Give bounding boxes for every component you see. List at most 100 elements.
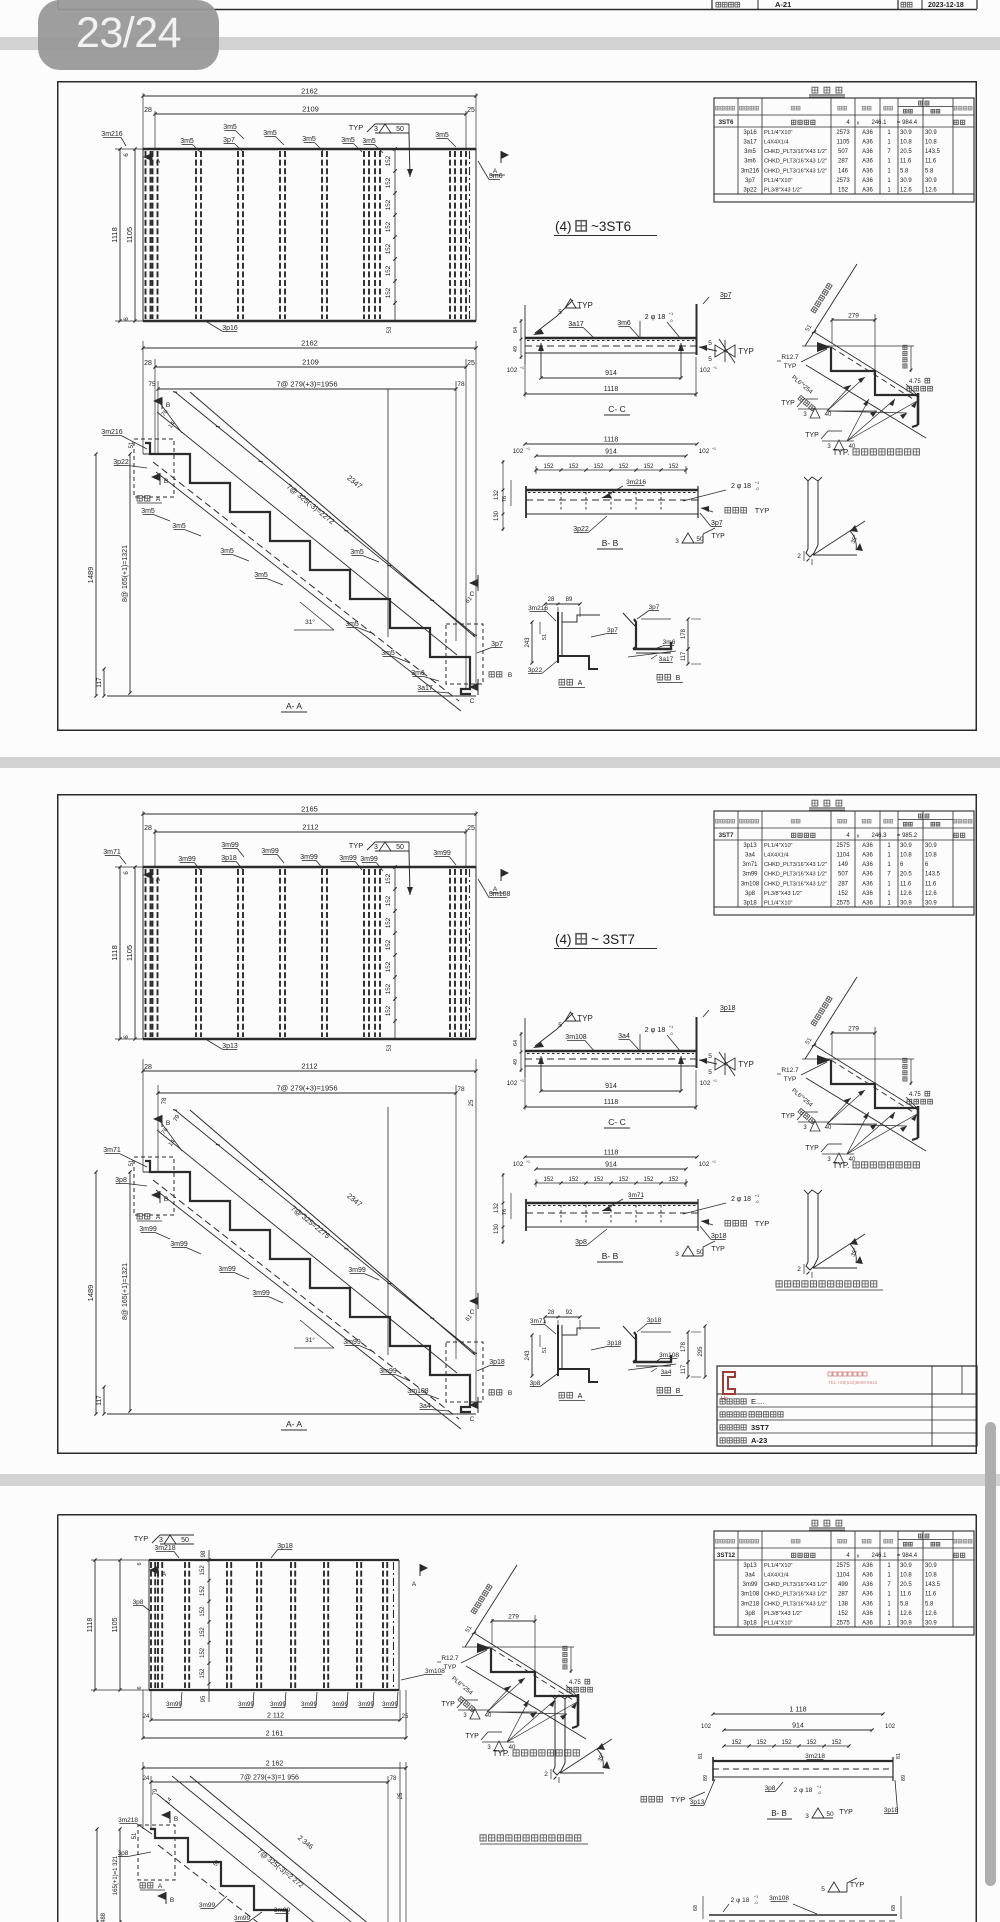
svg-text:3p7: 3p7 (711, 520, 723, 527)
svg-text:14: 14 (168, 1138, 177, 1147)
svg-text:1489: 1489 (86, 1285, 95, 1302)
svg-text:30.9: 30.9 (925, 1620, 937, 1626)
svg-text:3m5: 3m5 (381, 650, 395, 657)
svg-text:4: 4 (846, 120, 850, 126)
svg-text:A36: A36 (862, 159, 873, 165)
svg-text:3p7: 3p7 (745, 178, 756, 184)
svg-text:+1: +1 (520, 1079, 524, 1083)
svg-text:= 984.4: = 984.4 (897, 1553, 918, 1559)
svg-text:11.6: 11.6 (900, 881, 912, 887)
svg-text:76: 76 (502, 496, 508, 502)
svg-text:3m6: 3m6 (744, 159, 756, 165)
svg-text:1: 1 (887, 168, 891, 174)
svg-text:3m99: 3m99 (358, 1701, 375, 1708)
svg-text:3a4: 3a4 (661, 1369, 672, 1376)
svg-text:2165: 2165 (301, 805, 318, 814)
svg-text:152: 152 (385, 155, 392, 166)
svg-text:3m108: 3m108 (659, 1352, 679, 1359)
svg-text:2: 2 (544, 1771, 548, 1778)
svg-text:3m5: 3m5 (744, 149, 756, 155)
svg-text:TYP: TYP (781, 400, 795, 407)
svg-text:102: 102 (507, 1080, 518, 1087)
svg-text:152: 152 (756, 1740, 767, 1746)
svg-text:5: 5 (708, 1069, 712, 1076)
svg-text:A36: A36 (862, 881, 873, 887)
svg-text:35°: 35° (850, 534, 860, 545)
svg-text:3m5: 3m5 (180, 138, 194, 145)
svg-text:2: 2 (797, 553, 801, 560)
svg-text:2 φ 18: 2 φ 18 (645, 1025, 666, 1034)
svg-text:138: 138 (838, 1601, 849, 1607)
svg-text:B- B: B- B (602, 538, 619, 548)
svg-text:3m99: 3m99 (301, 1701, 318, 1708)
svg-text:51: 51 (213, 1858, 222, 1867)
svg-text:3m99: 3m99 (332, 1701, 349, 1708)
svg-text:7@ 279(+3)=1956: 7@ 279(+3)=1956 (277, 380, 338, 389)
svg-text:51: 51 (542, 634, 548, 640)
svg-text:152: 152 (838, 891, 849, 897)
svg-text:B- B: B- B (602, 1251, 619, 1261)
svg-text:3m71: 3m71 (103, 1147, 121, 1154)
svg-text:3m6: 3m6 (663, 639, 676, 646)
svg-text:146: 146 (838, 168, 849, 174)
svg-text:+1: +1 (712, 447, 716, 451)
svg-text:3: 3 (374, 844, 378, 851)
svg-text:3m71: 3m71 (742, 862, 758, 868)
svg-text:3m99: 3m99 (139, 1226, 157, 1233)
svg-text:CHKD_PLT3/16"X43 1/2": CHKD_PLT3/16"X43 1/2" (764, 881, 827, 887)
svg-text:1: 1 (887, 853, 891, 859)
svg-text:3p18: 3p18 (884, 1807, 899, 1814)
svg-text:3m216: 3m216 (741, 168, 760, 174)
svg-text:5.8: 5.8 (925, 168, 934, 174)
svg-text:3m99: 3m99 (379, 1368, 397, 1375)
svg-text:2575: 2575 (836, 1563, 850, 1569)
svg-text:PL6"*254: PL6"*254 (790, 375, 814, 396)
svg-text:102: 102 (700, 367, 711, 374)
svg-text:B: B (166, 1120, 170, 1127)
svg-text:287: 287 (838, 881, 849, 887)
svg-text:+1: +1 (526, 1160, 530, 1164)
svg-text:102: 102 (699, 448, 710, 455)
svg-text:78: 78 (457, 381, 465, 388)
svg-text:CHKD_PLT3/16"X43 1/2": CHKD_PLT3/16"X43 1/2" (764, 872, 827, 878)
svg-text:51: 51 (132, 1832, 138, 1839)
svg-text:49: 49 (513, 1059, 519, 1065)
svg-text:2162: 2162 (301, 339, 318, 348)
svg-text:B: B (676, 675, 681, 682)
svg-text:A36: A36 (862, 853, 873, 859)
svg-text:B: B (164, 1196, 168, 1203)
svg-text:3: 3 (675, 1251, 679, 1258)
svg-text:1118: 1118 (110, 227, 119, 243)
svg-text:914: 914 (605, 370, 617, 377)
svg-text:25: 25 (467, 825, 475, 832)
svg-text:152: 152 (385, 265, 392, 276)
svg-text:152: 152 (385, 199, 392, 210)
svg-text:A: A (158, 1883, 163, 1890)
svg-text:1118: 1118 (604, 437, 619, 444)
svg-text:7@ 325=2275: 7@ 325=2275 (289, 1204, 332, 1241)
svg-text:E....: E.... (751, 1397, 764, 1406)
svg-text:A: A (162, 1571, 167, 1578)
svg-text:25: 25 (467, 360, 475, 367)
svg-text:PL1/4"X10": PL1/4"X10" (764, 1620, 793, 1626)
svg-text:A-21: A-21 (775, 0, 791, 9)
svg-text:3m99: 3m99 (221, 842, 239, 849)
svg-text:10.8: 10.8 (900, 853, 912, 859)
svg-text:C- C: C- C (608, 404, 625, 414)
svg-text:3m108: 3m108 (741, 1592, 760, 1598)
svg-text:1: 1 (887, 891, 891, 897)
svg-text:1: 1 (887, 178, 891, 184)
svg-text:4: 4 (846, 833, 850, 839)
svg-text:PL3/8"X43 1/2": PL3/8"X43 1/2" (764, 1611, 802, 1617)
svg-text:A36: A36 (862, 1573, 873, 1579)
svg-text:152: 152 (385, 177, 392, 188)
svg-text:53: 53 (386, 326, 393, 333)
svg-text:3p18: 3p18 (489, 1359, 505, 1366)
svg-text:-0: -0 (754, 1900, 758, 1905)
svg-text:152: 152 (781, 1740, 792, 1746)
svg-text:152: 152 (200, 1565, 206, 1576)
svg-text:11.6: 11.6 (900, 159, 912, 165)
svg-text:1104: 1104 (837, 1573, 851, 1579)
svg-text:2 φ 18: 2 φ 18 (645, 312, 666, 321)
svg-text:51: 51 (805, 323, 814, 332)
